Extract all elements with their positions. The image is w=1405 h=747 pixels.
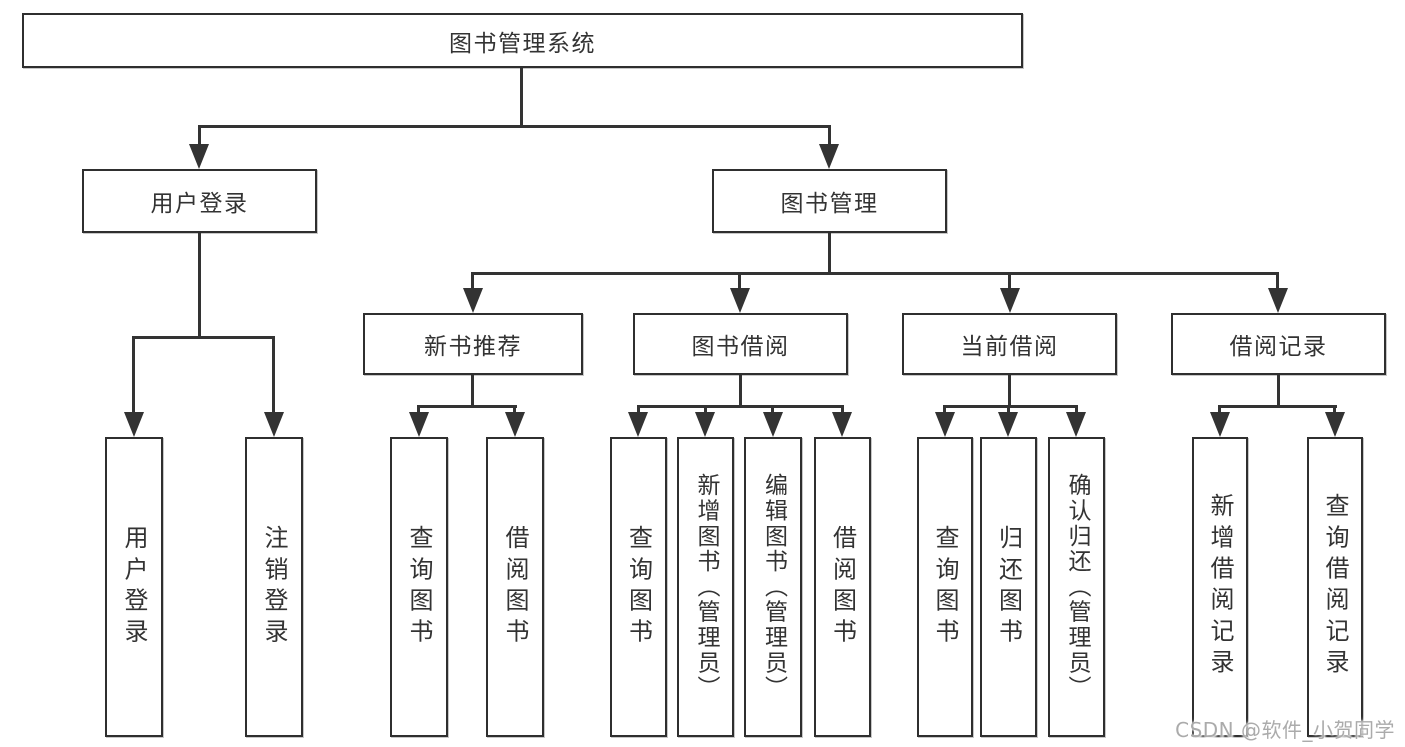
connector-line [943, 405, 946, 417]
node-current-borrow-label: 当前借阅 [960, 334, 1059, 360]
leaf-return-book-label: 归还图书 [994, 524, 1023, 650]
arrowhead-icon [628, 412, 648, 437]
arrowhead-icon [1000, 288, 1020, 313]
leaf-query-books-1-label: 查询图书 [405, 524, 433, 650]
connector-line [841, 405, 844, 417]
leaf-edit-book-admin-label: 编辑图书（管理员） [760, 473, 787, 701]
node-root: 图书管理系统 [22, 13, 1023, 68]
leaf-logout-label: 注销登录 [260, 524, 288, 650]
leaf-add-borrow-record-label: 新增借阅记录 [1206, 493, 1234, 681]
connector-line [272, 336, 275, 416]
connector-line [738, 272, 741, 292]
leaf-borrow-books-2-label: 借阅图书 [828, 524, 857, 650]
node-book-borrow-label: 图书借阅 [691, 334, 790, 360]
leaf-confirm-return-admin-label: 确认归还（管理员） [1064, 473, 1090, 701]
connector-line [771, 405, 774, 417]
node-root-label: 图书管理系统 [449, 30, 596, 57]
connector-line [1008, 375, 1011, 408]
connector-line [198, 125, 201, 147]
arrowhead-icon [1066, 412, 1086, 437]
arrowhead-icon [189, 144, 209, 169]
leaf-query-books-3-label: 查询图书 [931, 524, 959, 650]
connector-line [198, 125, 831, 128]
arrowhead-icon [505, 412, 525, 437]
connector-line [198, 233, 201, 339]
node-book-borrow: 图书借阅 [633, 313, 848, 375]
connector-line [471, 375, 474, 408]
leaf-query-books-2-label: 查询图书 [624, 524, 653, 650]
connector-line [943, 405, 1078, 408]
leaf-edit-book-admin: 编辑图书（管理员） [744, 437, 802, 737]
watermark: CSDN @软件_小贺同学 [1175, 718, 1395, 742]
arrowhead-icon [730, 288, 750, 313]
connector-line [132, 336, 135, 416]
connector-line [520, 68, 523, 128]
arrowhead-icon [763, 412, 783, 437]
arrowhead-icon [1325, 412, 1345, 437]
connector-line [704, 405, 707, 417]
connector-line [637, 405, 640, 417]
connector-line [1075, 405, 1078, 417]
leaf-add-borrow-record: 新增借阅记录 [1192, 437, 1248, 737]
connector-line [1277, 375, 1280, 408]
leaf-borrow-books-2: 借阅图书 [814, 437, 871, 737]
connector-line [1007, 405, 1010, 417]
arrowhead-icon [695, 412, 715, 437]
node-borrow-records: 借阅记录 [1171, 313, 1386, 375]
connector-line [1008, 272, 1011, 292]
node-book-management-label: 图书管理 [780, 191, 879, 217]
leaf-logout: 注销登录 [245, 437, 303, 737]
node-book-management: 图书管理 [712, 169, 947, 233]
leaf-query-books-2: 查询图书 [610, 437, 667, 737]
connector-line [471, 272, 474, 292]
arrowhead-icon [832, 412, 852, 437]
arrowhead-icon [998, 412, 1018, 437]
arrowhead-icon [463, 288, 483, 313]
node-user-login-label: 用户登录 [150, 191, 249, 217]
leaf-return-book: 归还图书 [980, 437, 1037, 737]
connector-line [1276, 272, 1279, 292]
connector-line [1218, 405, 1221, 417]
leaf-borrow-books-1-label: 借阅图书 [501, 524, 529, 650]
node-borrow-records-label: 借阅记录 [1229, 334, 1328, 360]
node-new-book-recommend: 新书推荐 [363, 313, 583, 375]
leaf-borrow-books-1: 借阅图书 [486, 437, 544, 737]
connector-line [828, 233, 831, 275]
arrowhead-icon [935, 412, 955, 437]
connector-line [513, 405, 516, 417]
connector-line [132, 336, 275, 339]
leaf-query-books-3: 查询图书 [917, 437, 973, 737]
connector-line [471, 272, 1279, 275]
leaf-user-login: 用户登录 [105, 437, 163, 737]
leaf-confirm-return-admin: 确认归还（管理员） [1048, 437, 1105, 737]
connector-line [1218, 405, 1337, 408]
leaf-user-login-label: 用户登录 [120, 524, 148, 650]
leaf-query-borrow-record: 查询借阅记录 [1307, 437, 1363, 737]
node-current-borrow: 当前借阅 [902, 313, 1117, 375]
arrowhead-icon [819, 144, 839, 169]
leaf-add-book-admin-label: 新增图书（管理员） [693, 473, 719, 701]
leaf-query-borrow-record-label: 查询借阅记录 [1321, 493, 1349, 681]
connector-line [739, 375, 742, 408]
connector-line [417, 405, 420, 417]
node-user-login: 用户登录 [82, 169, 317, 233]
arrowhead-icon [124, 412, 144, 437]
connector-line [417, 405, 517, 408]
connector-line [637, 405, 844, 408]
leaf-add-book-admin: 新增图书（管理员） [677, 437, 734, 737]
arrowhead-icon [1268, 288, 1288, 313]
arrowhead-icon [409, 412, 429, 437]
leaf-query-books-1: 查询图书 [390, 437, 448, 737]
connector-line [828, 125, 831, 147]
node-new-book-recommend-label: 新书推荐 [424, 334, 522, 360]
arrowhead-icon [1210, 412, 1230, 437]
arrowhead-icon [264, 412, 284, 437]
connector-line [1333, 405, 1336, 417]
